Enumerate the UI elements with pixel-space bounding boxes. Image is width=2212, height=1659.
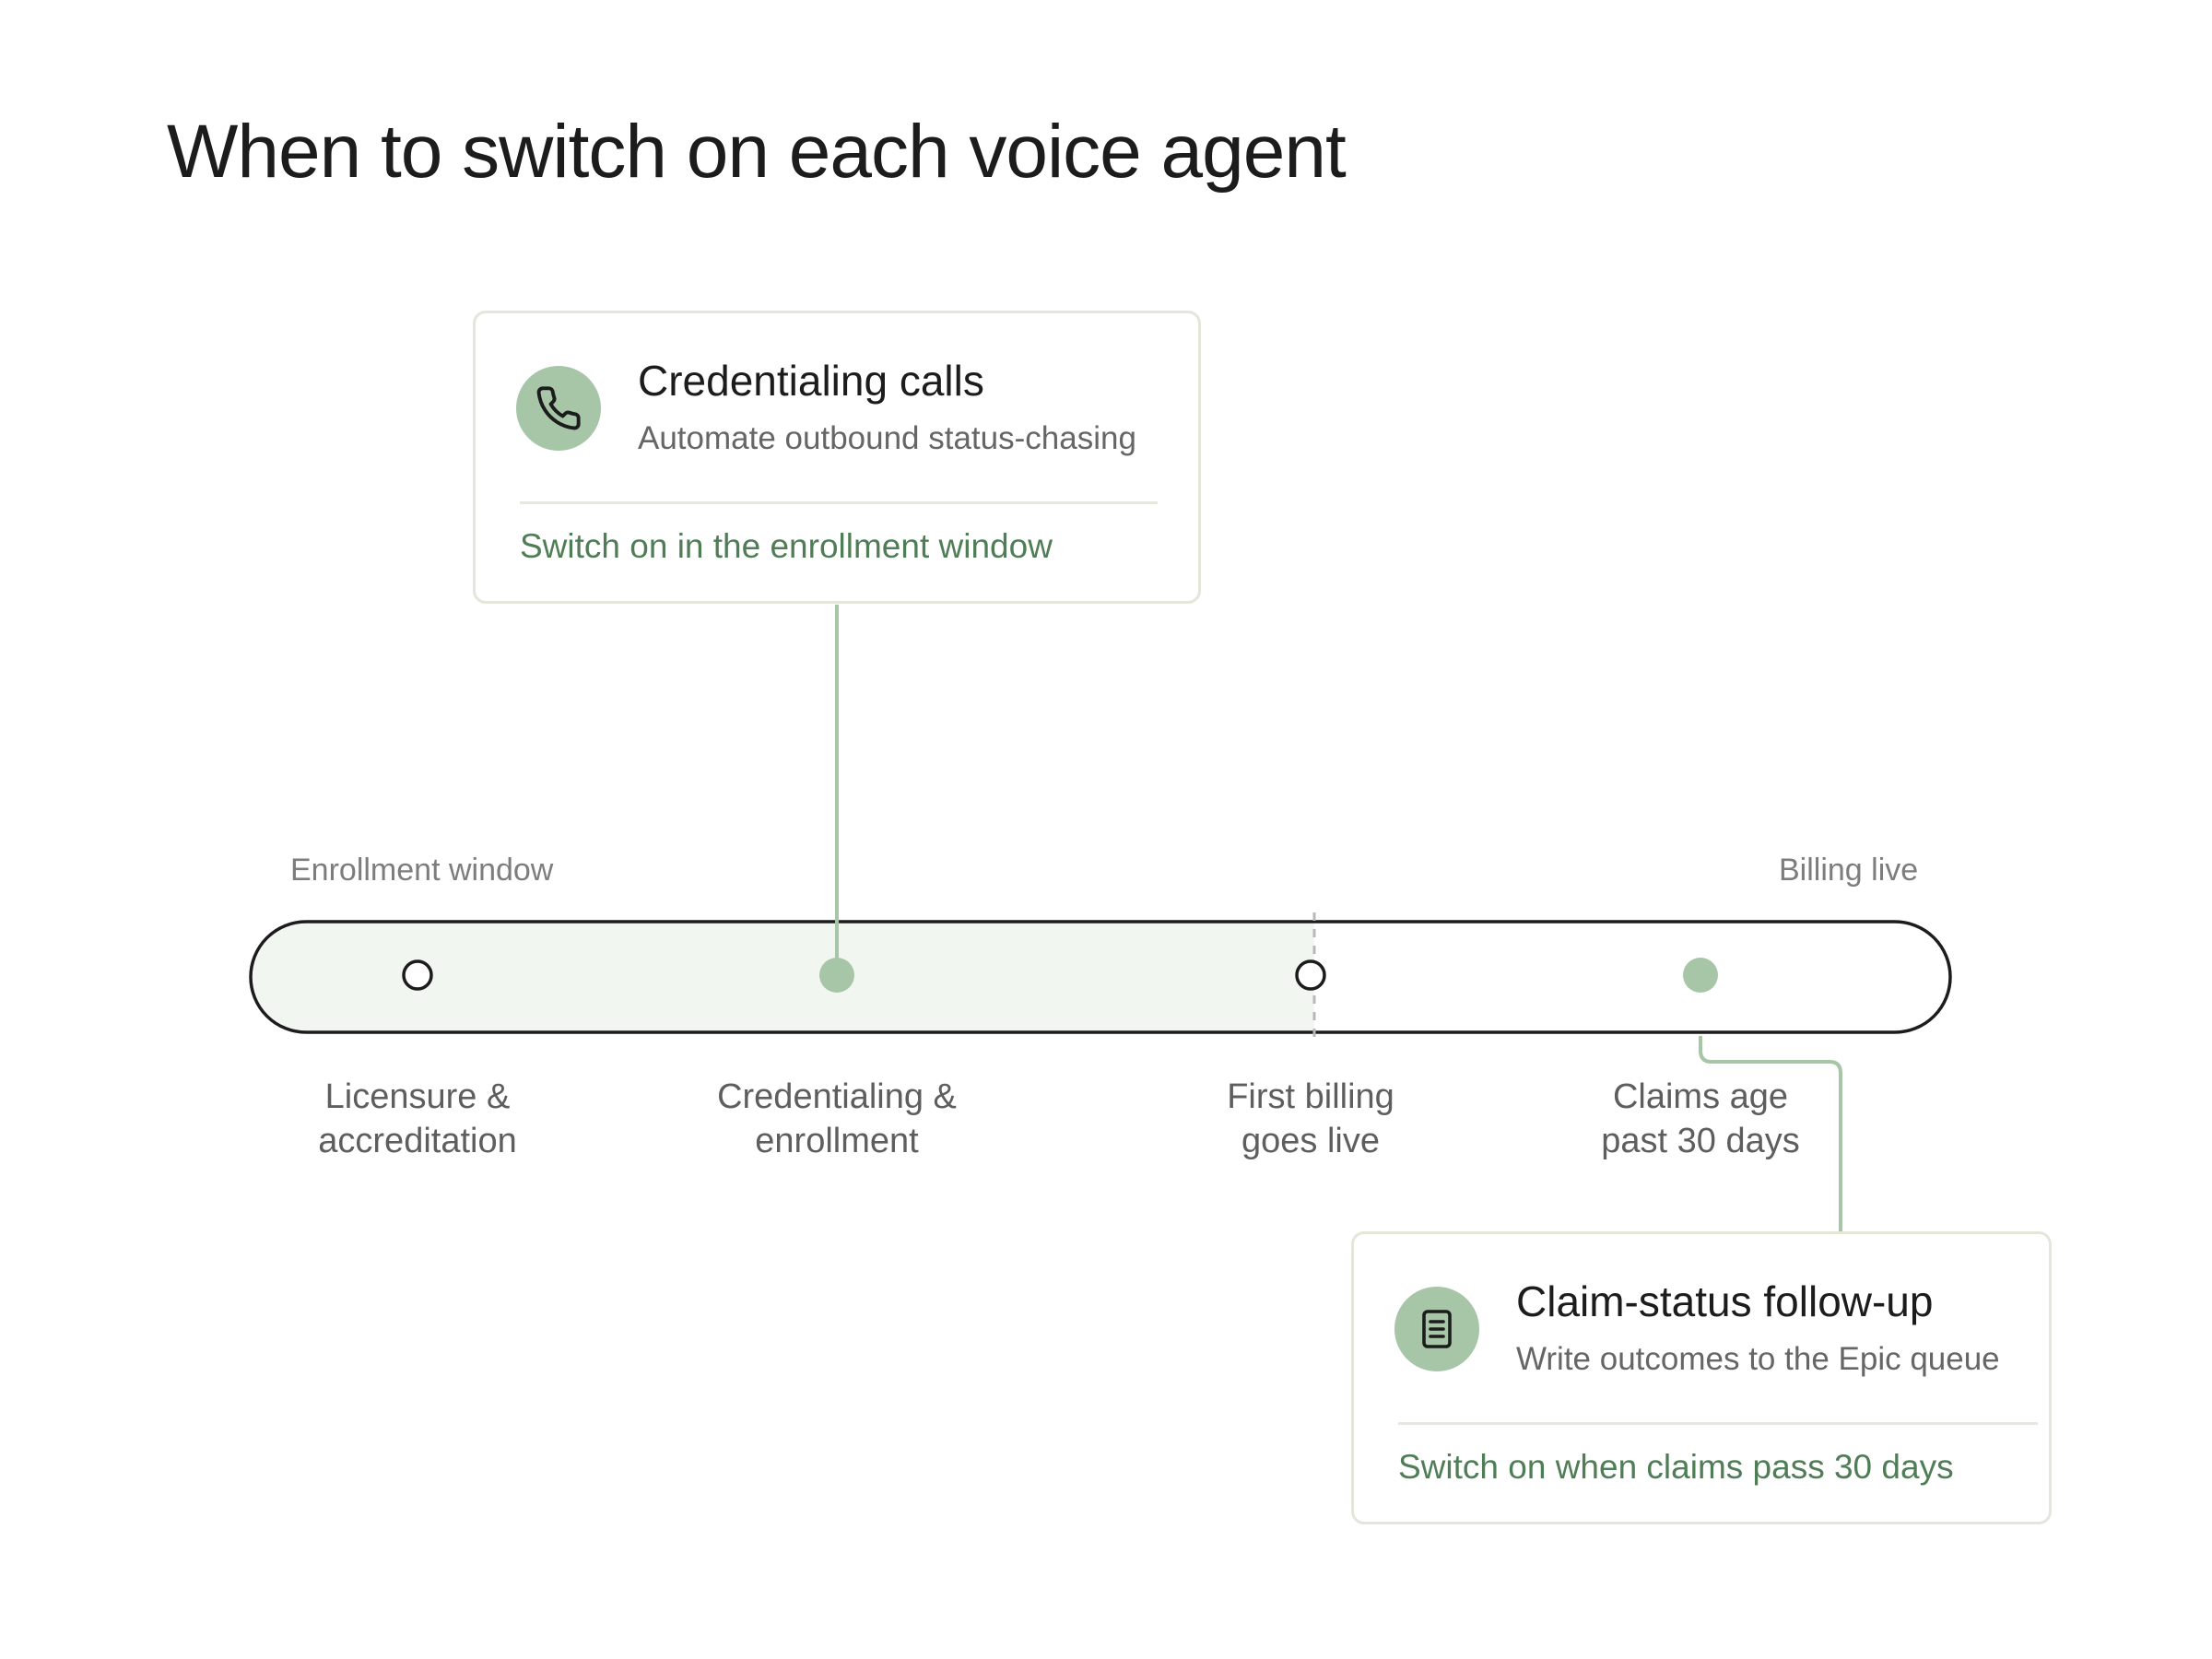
milestone-marker-credentialing: [819, 958, 854, 993]
card-subtitle: Write outcomes to the Epic queue: [1516, 1341, 2000, 1377]
card-title: Claim-status follow-up: [1516, 1277, 1934, 1325]
timeline-track: [249, 920, 1952, 1034]
card-divider: [1398, 1422, 2038, 1425]
card-action: Switch on in the enrollment window: [520, 527, 1053, 565]
enrollment-window-fill: [253, 924, 1314, 1030]
phase-label-enrollment: Enrollment window: [290, 853, 554, 888]
milestone-label-licensure: Licensure & accreditation: [270, 1075, 565, 1163]
connector-claims: [1699, 1036, 1842, 1233]
milestone-label-line: Claims age: [1612, 1077, 1789, 1116]
milestone-label-line: past 30 days: [1601, 1122, 1800, 1160]
document-icon: [1394, 1287, 1479, 1371]
card-title: Credentialing calls: [638, 357, 984, 405]
agent-card-credentialing[interactable]: Credentialing calls Automate outbound st…: [473, 311, 1201, 604]
milestone-label-line: Licensure &: [324, 1077, 511, 1116]
milestone-label-line: First billing: [1227, 1077, 1394, 1116]
phone-icon: [516, 366, 601, 451]
agent-card-claims[interactable]: Claim-status follow-up Write outcomes to…: [1351, 1231, 2052, 1524]
milestone-marker-claims: [1683, 958, 1718, 993]
milestone-marker-licensure: [402, 959, 433, 991]
card-subtitle: Automate outbound status-chasing: [638, 420, 1136, 456]
milestone-label-credentialing: Credentialing & enrollment: [689, 1075, 984, 1163]
milestone-label-line: enrollment: [755, 1122, 919, 1160]
milestone-label-billing: First billing goes live: [1163, 1075, 1458, 1163]
milestone-label-claims: Claims age past 30 days: [1553, 1075, 1848, 1163]
page-title: When to switch on each voice agent: [167, 110, 1347, 194]
milestone-marker-billing: [1295, 959, 1326, 991]
phase-label-billing: Billing live: [1779, 853, 1919, 888]
milestone-label-line: Credentialing &: [717, 1077, 957, 1116]
milestone-label-line: accreditation: [318, 1122, 517, 1160]
milestone-label-line: goes live: [1241, 1122, 1380, 1160]
card-action: Switch on when claims pass 30 days: [1398, 1448, 1954, 1486]
card-divider: [520, 501, 1158, 504]
